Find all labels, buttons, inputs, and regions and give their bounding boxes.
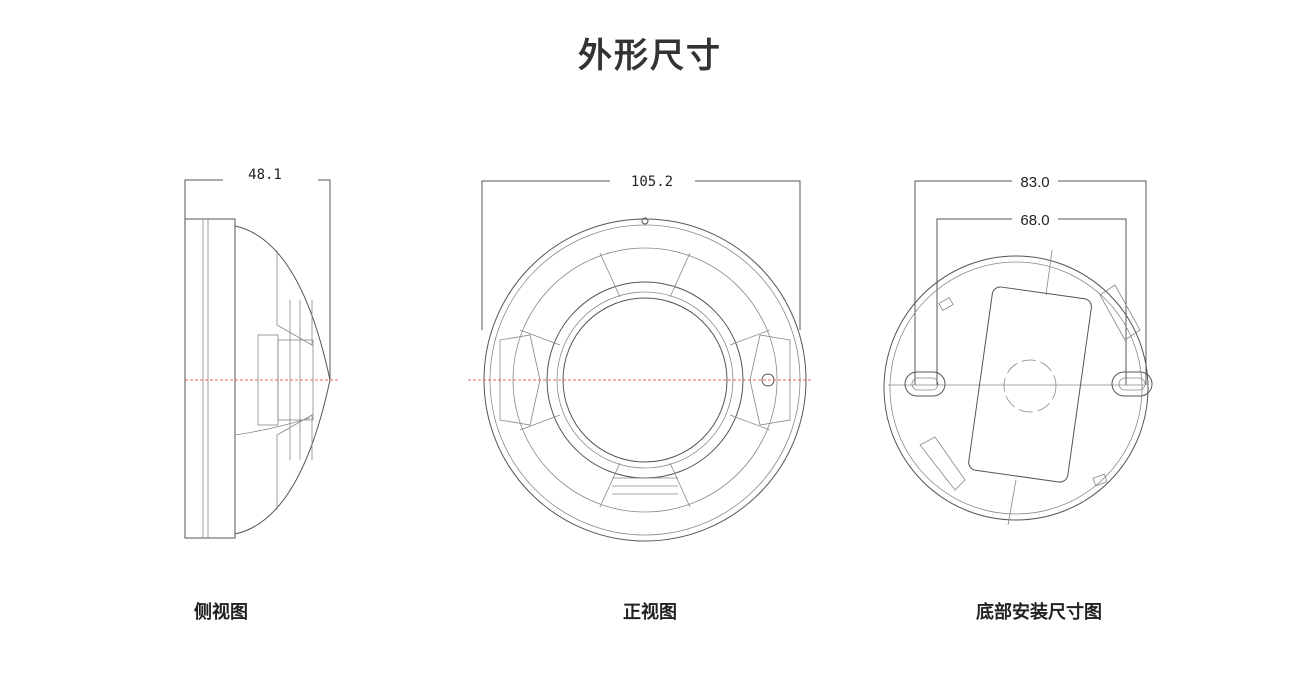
front-width-value: 105.2 <box>631 174 673 190</box>
side-width-value: 48.1 <box>248 167 282 183</box>
outer-mount-value: 83.0 <box>1020 174 1049 191</box>
side-view-label: 侧视图 <box>194 602 248 623</box>
side-view-drawing: 48.1 <box>184 167 340 539</box>
side-dimension: 48.1 <box>184 167 331 380</box>
page-title: 外形尺寸 <box>578 36 722 76</box>
front-view-label: 正视图 <box>623 602 677 623</box>
front-dimension: 105.2 <box>481 174 801 330</box>
front-view-drawing: 105.2 <box>468 174 812 542</box>
bottom-view-label: 底部安装尺寸图 <box>976 602 1102 623</box>
outer-mount-dimension: 83.0 <box>914 174 1147 385</box>
inner-mount-dimension: 68.0 <box>936 212 1127 385</box>
inner-mount-value: 68.0 <box>1020 212 1049 229</box>
bottom-view-drawing: 83.0 68.0 <box>883 174 1153 526</box>
